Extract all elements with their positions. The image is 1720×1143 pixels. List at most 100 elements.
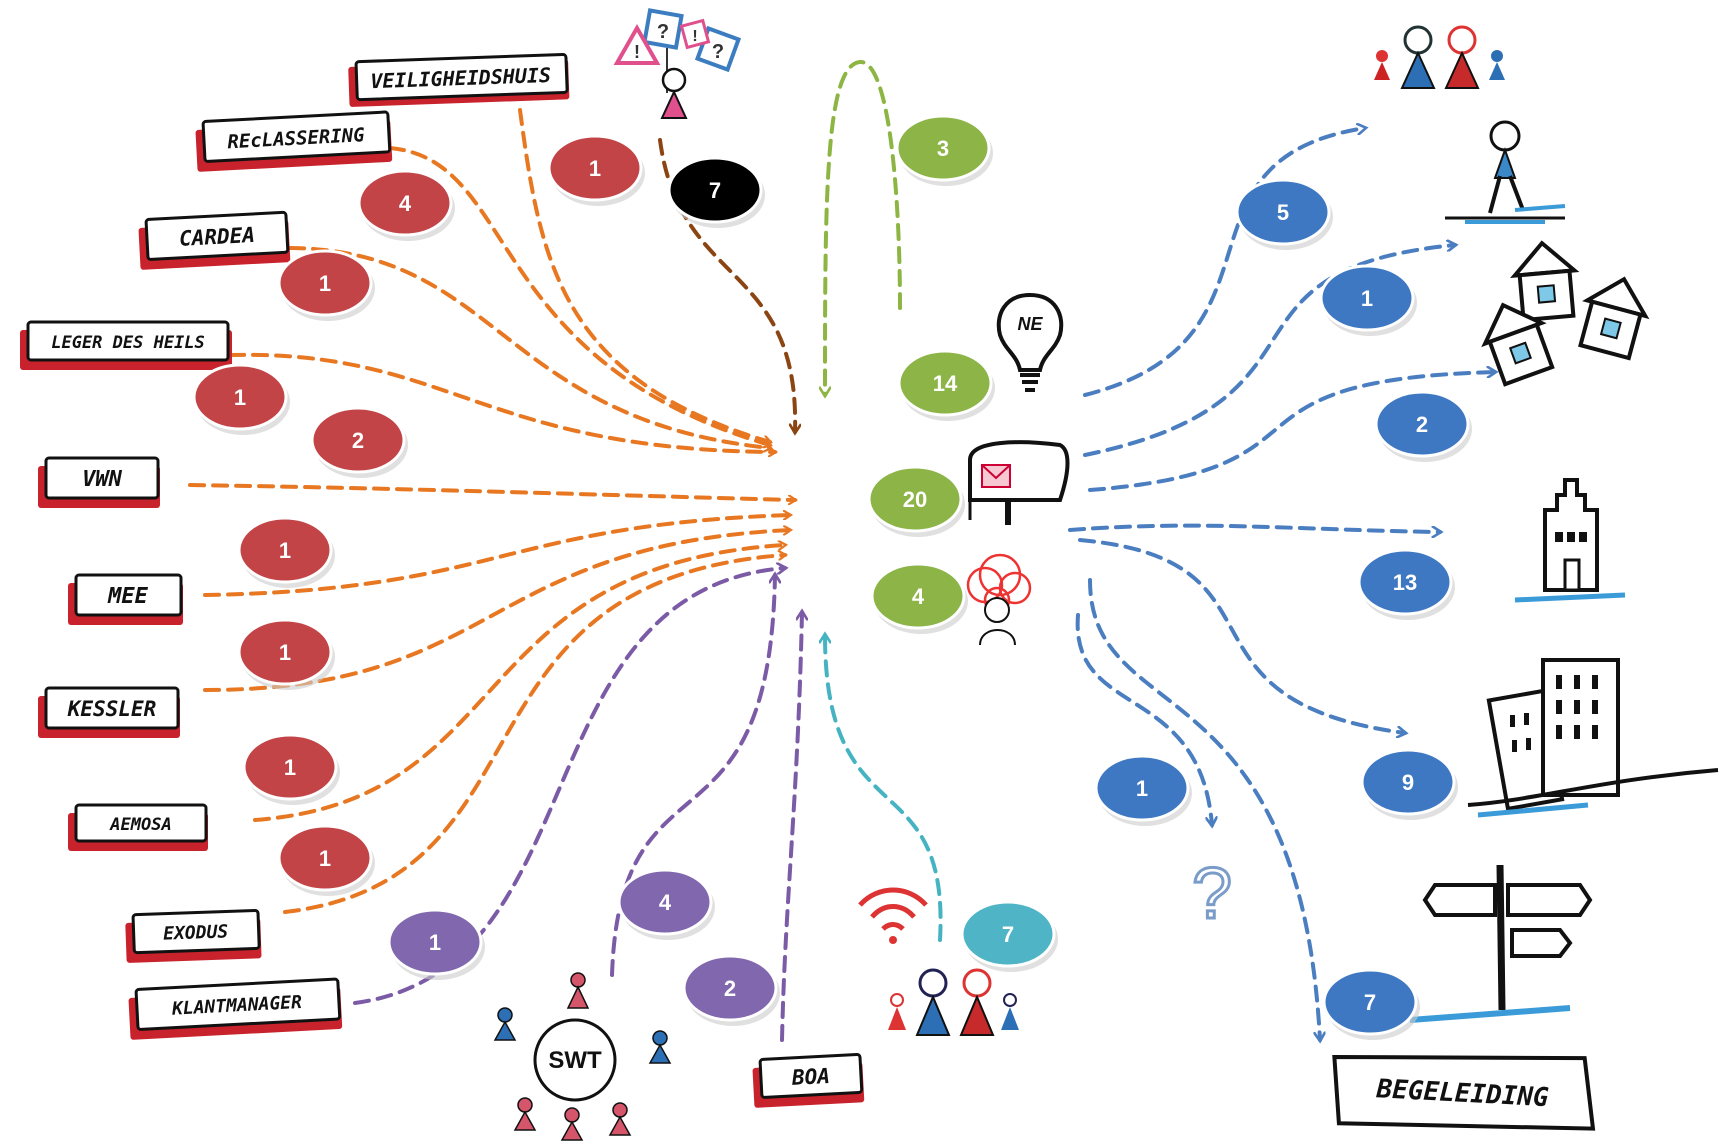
banner-label: AEMOSA	[109, 815, 171, 835]
badge-family: 5	[1235, 178, 1333, 250]
badge-count: 4	[659, 890, 672, 915]
badge-begeleiding: 7	[1322, 968, 1420, 1040]
badge-count: 7	[709, 178, 721, 203]
banner-label: CARDEA	[178, 223, 255, 251]
swt-meeting-icon: SWT	[493, 972, 672, 1141]
badge-count: 1	[1361, 286, 1373, 311]
banner-klantmanager: KLANTMANAGER	[128, 977, 343, 1040]
badge-boa: 2	[682, 954, 780, 1026]
flow-to-begeleiding	[1088, 578, 1320, 1040]
flow-cardea	[288, 246, 770, 448]
banner-mee: MEE	[68, 573, 183, 625]
banner-leger-des-heils: LEGER DES HEILS	[20, 320, 232, 370]
badge-questions: 7	[667, 156, 765, 228]
badge-aemosa: 1	[242, 733, 340, 805]
banner-label: VWN	[82, 467, 122, 492]
banner-begeleiding: BEGELEIDING	[1332, 1054, 1596, 1131]
badge-leger-des-heils: 1	[192, 363, 290, 435]
houses-icon	[1481, 240, 1650, 387]
badge-reclassering: 4	[357, 169, 455, 241]
banner-kessler: KESSLER	[38, 686, 180, 738]
svg-text:!: !	[634, 42, 640, 62]
banner-label: LEGER DES HEILS	[51, 333, 205, 353]
banner-label: KESSLER	[67, 697, 157, 721]
flow-to-town-hall	[1068, 523, 1440, 532]
source-banners: VEILIGHEIDSHUIS REcLASSERING CARDEA LEGE…	[20, 52, 1596, 1131]
confused-person-icon	[966, 553, 1032, 646]
badge-count: 1	[319, 271, 331, 296]
town-hall-icon	[1514, 478, 1626, 603]
banner-label: BOA	[790, 1064, 830, 1090]
badge-count: 2	[724, 976, 736, 1001]
badge-veiligheidshuis: 1	[547, 134, 645, 206]
badge-lightbulb: 14	[897, 349, 995, 421]
flow-to-family	[1083, 128, 1365, 397]
badge-count: 4	[912, 584, 925, 609]
badge-loop: 3	[895, 114, 993, 186]
svg-text:?: ?	[657, 21, 669, 43]
badge-town-hall: 13	[1357, 548, 1455, 620]
lightbulb-no-icon: NE	[996, 292, 1064, 392]
flow-to-walking	[1083, 245, 1455, 457]
badge-count: 2	[352, 428, 364, 453]
svg-text:!: !	[692, 28, 697, 45]
flow-exodus	[283, 555, 785, 914]
badge-count: 20	[903, 487, 927, 512]
badge-count: 1	[319, 846, 331, 871]
badge-exodus: 1	[277, 824, 375, 896]
badge-count: 7	[1364, 990, 1376, 1015]
badge-houses: 2	[1374, 390, 1472, 462]
flow-to-unknown	[1075, 613, 1212, 825]
banner-exodus: EXODUS	[125, 908, 262, 963]
outgoing-flows	[1068, 128, 1495, 1040]
flow-loop	[825, 59, 902, 395]
flow-boa	[780, 612, 802, 1042]
flow-veiligheidshuis	[518, 108, 770, 442]
banner-boa: BOA	[752, 1053, 865, 1108]
badge-count: 1	[279, 640, 291, 665]
badge-residents: 7	[960, 900, 1058, 972]
badge-count: 1	[1136, 776, 1148, 801]
badge-kessler: 1	[237, 618, 335, 690]
swt-label: SWT	[548, 1047, 602, 1074]
residents-group-icon	[888, 968, 1019, 1036]
question-mark-glyph: ?	[1192, 854, 1232, 934]
question-mark-icon: ?	[1190, 853, 1233, 936]
question-signs-person-icon: ? ! ? !	[613, 8, 742, 119]
badge-count: 14	[933, 371, 958, 396]
banner-veiligheidshuis: VEILIGHEIDSHUIS	[348, 52, 570, 107]
badge-count: 1	[284, 755, 296, 780]
badge-office: 9	[1360, 748, 1458, 820]
banner-aemosa: AEMOSA	[68, 803, 208, 851]
banner-reclassering: REcLASSERING	[195, 110, 393, 172]
banner-label: EXODUS	[163, 921, 229, 944]
mailbox-icon	[968, 440, 1070, 525]
svg-text:?: ?	[712, 41, 724, 63]
badge-count: 7	[1002, 922, 1014, 947]
flow-to-houses	[1088, 372, 1495, 492]
badge-mailbox: 20	[867, 465, 965, 537]
flow-mee	[203, 515, 790, 597]
flow-to-office	[1078, 538, 1405, 733]
banner-label: MEE	[107, 584, 148, 609]
banner-vwn: VWN	[38, 456, 160, 508]
badge-count: 3	[937, 136, 949, 161]
flow-residents	[825, 635, 943, 942]
badge-cardea: 1	[277, 249, 375, 321]
badge-count: 5	[1277, 200, 1289, 225]
badge-swt: 4	[617, 868, 715, 940]
signpost-icon	[1409, 864, 1593, 1023]
banner-cardea: CARDEA	[138, 210, 291, 270]
badge-count: 1	[589, 156, 601, 181]
badge-count: 1	[429, 930, 441, 955]
flow-reclassering	[388, 146, 770, 445]
badge-unknown: 1	[1094, 754, 1192, 826]
walking-person-icon	[1445, 120, 1566, 224]
badge-count: 1	[279, 538, 291, 563]
badge-confused: 4	[870, 562, 968, 634]
badge-count: 2	[1416, 412, 1428, 437]
flow-vwn	[188, 483, 795, 500]
lightbulb-label: NE	[1017, 314, 1043, 334]
badge-vwn: 2	[310, 406, 408, 478]
